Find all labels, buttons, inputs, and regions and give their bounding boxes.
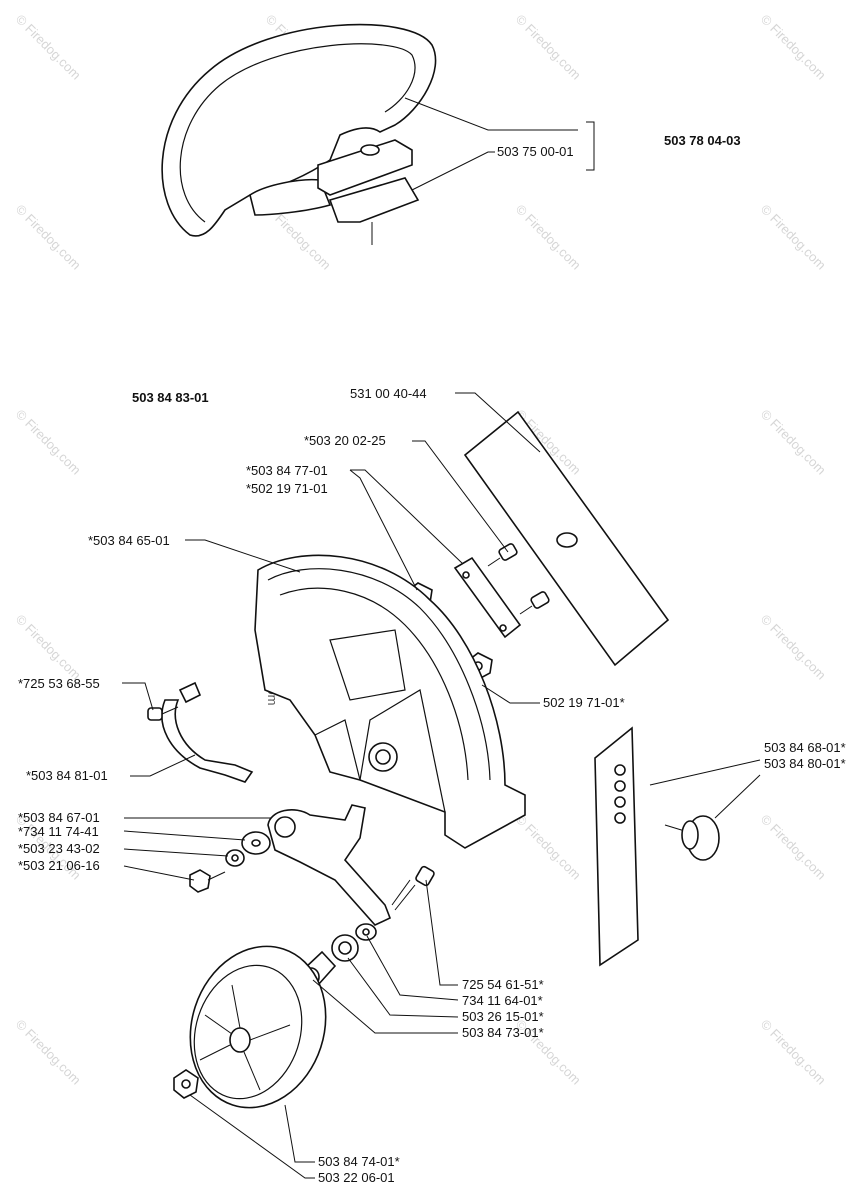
handle-leaders [404, 97, 595, 191]
watermark: © Firedog.com [758, 12, 829, 83]
watermark: © Firedog.com [513, 12, 584, 83]
label-guard: *503 84 65-01 [88, 533, 170, 548]
blade-drawing [463, 410, 670, 667]
label-blade: 531 00 40-44 [350, 386, 427, 401]
assembly-title-handle-kit: 503 78 04-03 [664, 133, 741, 148]
blade-screws-drawing [487, 543, 550, 615]
label-screw-axle: 725 54 61-51* [462, 977, 544, 992]
handle-bar-drawing [161, 23, 437, 237]
label-wheel: 503 84 74-01* [318, 1154, 400, 1169]
wheel-nut-drawing [173, 1069, 199, 1099]
watermark: © Firedog.com [13, 612, 84, 683]
clamp-plate-drawing [453, 556, 522, 639]
label-plate-holes: 503 84 68-01* [764, 740, 846, 755]
label-bearing: 503 26 15-01* [462, 1009, 544, 1024]
label-knob: 503 84 80-01* [764, 756, 846, 771]
label-nut-lower: 502 19 71-01* [543, 695, 625, 710]
axle-screw-drawing [391, 865, 435, 911]
label-clamp-plate: *503 84 77-01 [246, 463, 328, 478]
watermark: © Firedog.com [513, 202, 584, 273]
watermark: © Firedog.com [758, 407, 829, 478]
label-screw-blade: *503 20 02-25 [304, 433, 386, 448]
label-washer-1: *734 11 74-41 [18, 824, 99, 839]
assembly-title-guard-kit: 503 84 83-01 [132, 390, 209, 405]
wheel-arm-drawing [267, 804, 392, 926]
watermark: © Firedog.com [13, 407, 84, 478]
watermark: © Firedog.com [13, 202, 84, 273]
bracket-clamp-drawing [147, 681, 254, 783]
side-plate-drawing [594, 726, 639, 967]
watermark-layer: © Firedog.com © Firedog.com © Firedog.co… [13, 12, 829, 1088]
watermark: © Firedog.com [758, 612, 829, 683]
label-bolt-arm: *503 21 06-16 [18, 858, 100, 873]
watermark: © Firedog.com [758, 1017, 829, 1088]
label-nut-wheel: 503 22 06-01 [318, 1170, 395, 1185]
label-nut-upper: *502 19 71-01 [246, 481, 328, 496]
label-spacer: 503 84 73-01* [462, 1025, 544, 1040]
guard-drawing [254, 554, 526, 849]
label-handle-clamp: 503 75 00-01 [497, 144, 574, 159]
wheel-drawing [189, 945, 327, 1109]
label-washer-axle: 734 11 64-01* [462, 993, 543, 1008]
watermark: © Firedog.com [13, 1017, 84, 1088]
knob-drawing [664, 815, 720, 861]
label-screw-bracket: *725 53 68-55 [18, 676, 100, 691]
watermark: © Firedog.com [758, 202, 829, 273]
label-washer-2: *503 23 43-02 [18, 841, 100, 856]
guard-leaders [122, 392, 761, 1179]
handle-clamp-drawing [317, 139, 420, 245]
arm-hardware-drawing [189, 831, 271, 893]
watermark: © Firedog.com [13, 12, 84, 83]
watermark: © Firedog.com [758, 812, 829, 883]
label-bracket-clamp: *503 84 81-01 [26, 768, 108, 783]
label-wheel-arm: *503 84 67-01 [18, 810, 100, 825]
watermark: © Firedog.com [513, 812, 584, 883]
